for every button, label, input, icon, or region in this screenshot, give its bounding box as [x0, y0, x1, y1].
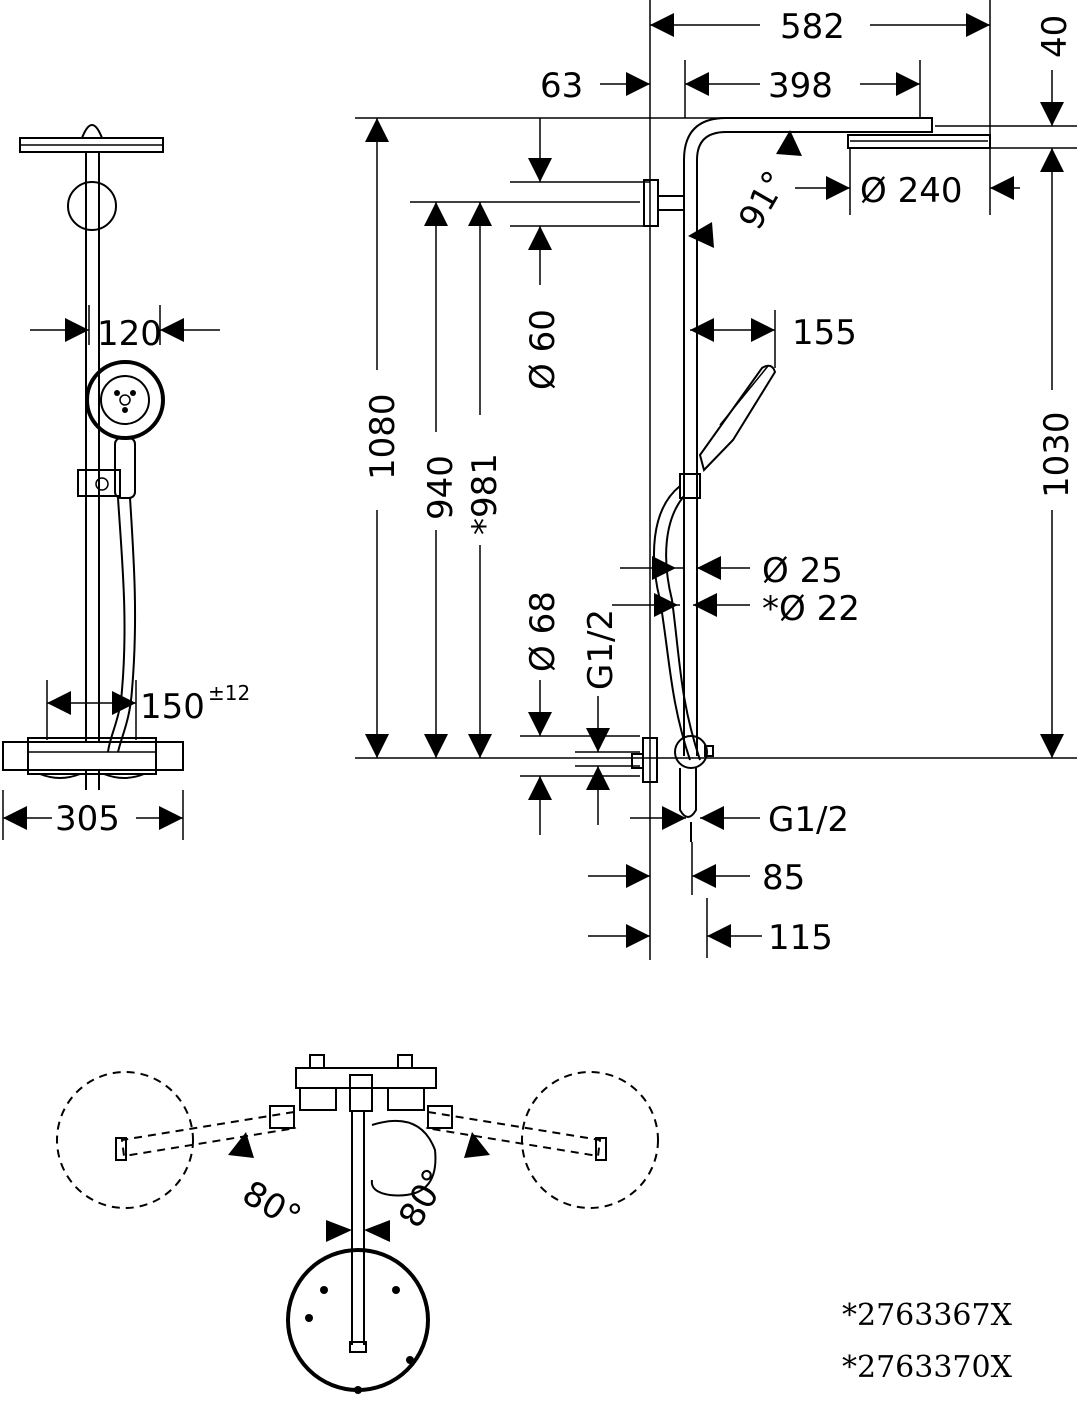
side-view: 582 398 63 40 Ø 240 91° Ø 60 — [355, 0, 1077, 960]
dim-1080-label: 1080 — [363, 393, 403, 480]
side-wall-bracket — [643, 179, 659, 227]
front-view: 120 150 ±12 305 — [2, 124, 250, 840]
dim-398-label: 398 — [768, 66, 833, 106]
dim-305 — [2, 790, 184, 840]
swivel-left-label: 80° — [236, 1173, 308, 1238]
dim-155-label: 155 — [792, 313, 857, 353]
side-mixer — [631, 735, 714, 842]
dim-25-label: Ø 25 — [762, 551, 843, 591]
dim-63-label: 63 — [540, 66, 583, 106]
dim-1030-label: 1030 — [1037, 411, 1077, 498]
dim-120-label: 120 — [97, 314, 162, 354]
dim-150-label: 150 — [140, 687, 205, 727]
note-item: *2763370X — [842, 1350, 1013, 1385]
front-overhead-shower — [19, 124, 164, 153]
dim-g12-vertical-label: G1/2 — [581, 609, 621, 690]
dim-68-label: Ø 68 — [523, 591, 563, 672]
side-shower-column — [643, 117, 991, 756]
swivel-range-left — [56, 1071, 194, 1209]
note-item: *2763367X — [842, 1298, 1013, 1333]
dim-150 — [46, 680, 137, 740]
front-riser-pipe — [67, 152, 117, 742]
dim-981-label: *981 — [465, 453, 505, 535]
dim-85-label: 85 — [762, 858, 805, 898]
dim-940-label: 940 — [421, 455, 461, 520]
front-hand-shower — [77, 360, 165, 753]
dim-40-label: 40 — [1035, 15, 1075, 58]
front-thermostatic-mixer — [2, 737, 184, 790]
swivel-right-label: 80° — [391, 1162, 456, 1234]
angle-91-label: 91° — [731, 164, 796, 236]
top-view — [56, 1054, 659, 1394]
dim-240-label: Ø 240 — [860, 171, 962, 211]
side-overhead-head — [847, 134, 991, 149]
dim-120 — [30, 305, 220, 345]
dim-582-label: 582 — [780, 7, 845, 47]
swivel-range-right — [521, 1071, 659, 1209]
dim-150-tolerance: ±12 — [208, 681, 250, 705]
dim-305-label: 305 — [55, 799, 120, 839]
dim-22-label: *Ø 22 — [762, 589, 860, 629]
dim-g12-horizontal-label: G1/2 — [768, 800, 849, 840]
dim-115-label: 115 — [768, 918, 833, 958]
dim-60-label: Ø 60 — [523, 309, 563, 390]
